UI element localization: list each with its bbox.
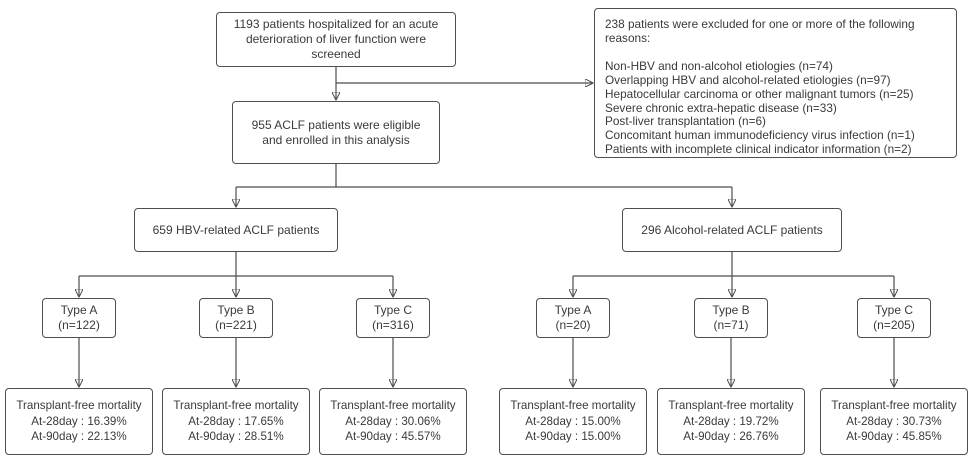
node-type-alc-a: Type A (n=20) — [536, 298, 610, 338]
type-n: (n=316) — [372, 318, 414, 332]
type-label: Type B — [712, 303, 750, 317]
outcome-title: Transplant-free mortality — [330, 399, 456, 413]
outcome-28day: At-28day : 16.39% — [31, 414, 127, 428]
outcome-28day: At-28day : 30.73% — [846, 414, 942, 428]
outcome-90day: At-90day : 28.51% — [188, 430, 284, 444]
excluded-reason: Concomitant human immunodeficiency virus… — [605, 128, 915, 143]
excluded-reason: Hepatocellular carcinoma or other malign… — [605, 86, 914, 101]
type-n: (n=71) — [713, 318, 749, 332]
node-type-alc-c: Type C (n=205) — [857, 298, 931, 338]
outcome-title: Transplant-free mortality — [173, 399, 299, 413]
type-label: Type C — [874, 303, 913, 317]
node-outcome-hbv-a: Transplant-free mortality At-28day : 16.… — [5, 388, 153, 455]
node-outcome-alc-b: Transplant-free mortality At-28day : 19.… — [657, 388, 805, 455]
type-n: (n=221) — [215, 318, 257, 332]
type-label: Type B — [217, 303, 255, 317]
node-screened-text: 1193 patients hospitalized for an acute … — [233, 17, 439, 61]
node-outcome-hbv-b: Transplant-free mortality At-28day : 17.… — [162, 388, 310, 455]
node-excluded: 238 patients were excluded for one or mo… — [594, 8, 957, 158]
type-label: Type C — [373, 303, 412, 317]
outcome-title: Transplant-free mortality — [668, 399, 794, 413]
excluded-reason: Post-liver transplantation (n=6) — [605, 114, 766, 129]
node-enrolled-text: 955 ACLF patients were eligible and enro… — [251, 117, 421, 147]
outcome-title: Transplant-free mortality — [510, 399, 636, 413]
outcome-90day: At-90day : 45.57% — [345, 430, 441, 444]
outcome-90day: At-90day : 45.85% — [846, 430, 942, 444]
node-outcome-alc-c: Transplant-free mortality At-28day : 30.… — [820, 388, 968, 455]
type-label: Type A — [554, 303, 592, 317]
type-n: (n=122) — [58, 318, 100, 332]
outcome-90day: At-90day : 26.76% — [683, 430, 779, 444]
node-branch-alcohol: 296 Alcohol-related ACLF patients — [622, 208, 842, 252]
excluded-title: 238 patients were excluded for one or mo… — [605, 17, 915, 45]
excluded-reason: Overlapping HBV and alcohol-related etio… — [605, 72, 891, 87]
excluded-reason: Patients with incomplete clinical indica… — [605, 142, 912, 157]
excluded-reason: Non-HBV and non-alcohol etiologies (n=74… — [605, 58, 833, 73]
node-type-hbv-c: Type C (n=316) — [356, 298, 430, 338]
node-type-alc-b: Type B (n=71) — [694, 298, 768, 338]
outcome-28day: At-28day : 19.72% — [683, 414, 779, 428]
node-outcome-alc-a: Transplant-free mortality At-28day : 15.… — [499, 388, 647, 455]
excluded-reason: Severe chronic extra-hepatic disease (n=… — [605, 100, 837, 115]
branch-alcohol-label: 296 Alcohol-related ACLF patients — [641, 222, 823, 237]
type-n: (n=205) — [873, 318, 915, 332]
type-n: (n=20) — [555, 318, 591, 332]
node-screened: 1193 patients hospitalized for an acute … — [216, 12, 456, 67]
outcome-title: Transplant-free mortality — [831, 399, 957, 413]
node-outcome-hbv-c: Transplant-free mortality At-28day : 30.… — [319, 388, 467, 455]
outcome-28day: At-28day : 17.65% — [188, 414, 284, 428]
node-type-hbv-b: Type B (n=221) — [199, 298, 273, 338]
node-enrolled: 955 ACLF patients were eligible and enro… — [232, 101, 440, 164]
outcome-90day: At-90day : 22.13% — [31, 430, 127, 444]
node-branch-hbv: 659 HBV-related ACLF patients — [134, 208, 338, 252]
node-type-hbv-a: Type A (n=122) — [42, 298, 116, 338]
outcome-28day: At-28day : 30.06% — [345, 414, 441, 428]
outcome-90day: At-90day : 15.00% — [525, 430, 621, 444]
branch-hbv-label: 659 HBV-related ACLF patients — [152, 222, 320, 237]
outcome-28day: At-28day : 15.00% — [525, 414, 621, 428]
outcome-title: Transplant-free mortality — [16, 399, 142, 413]
type-label: Type A — [60, 303, 98, 317]
